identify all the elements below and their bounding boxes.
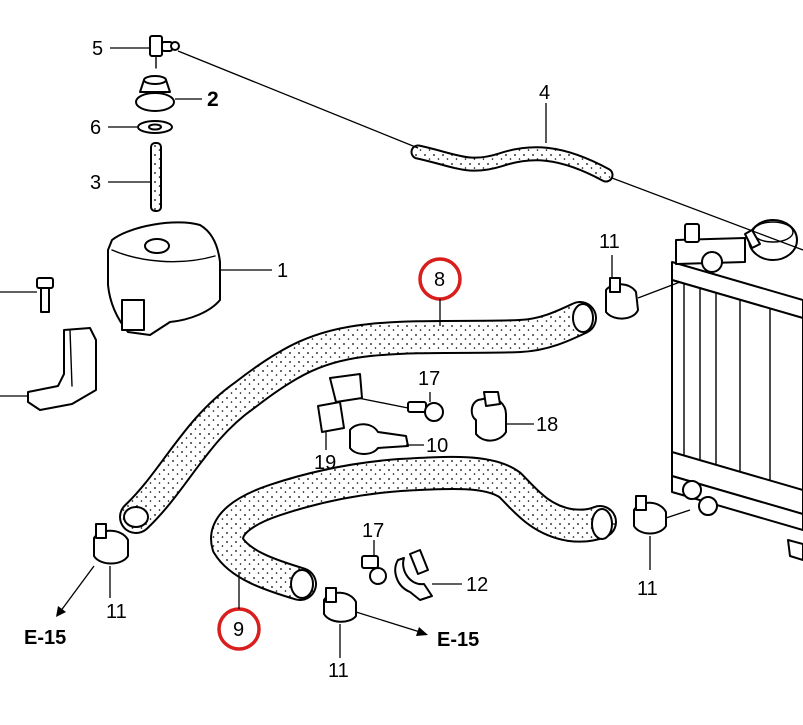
label-part-18: 18 [536, 414, 558, 436]
label-part-9: 9 [233, 619, 244, 641]
bolt-17-upper [357, 392, 444, 422]
hose-clamp-11-upper-right [605, 255, 681, 320]
hose-clamp-11-bottom-center [323, 587, 357, 658]
ref-e15-left[interactable]: E-15 [24, 627, 66, 649]
tank-bracket [0, 327, 97, 411]
tube-3 [108, 142, 162, 212]
hose-holder-19 [317, 373, 363, 450]
bracket-bolt [0, 277, 54, 313]
label-part-17-lower: 17 [362, 520, 384, 542]
label-part-3: 3 [90, 172, 101, 194]
upper-radiator-hose-8 [119, 301, 597, 534]
hose-clamp-10 [349, 423, 424, 455]
lower-radiator-hose-9 [210, 455, 617, 601]
sensor-5 [110, 35, 180, 69]
label-part-4: 4 [539, 82, 550, 104]
label-part-11-lower-right: 11 [637, 578, 658, 600]
label-part-10: 10 [426, 435, 448, 457]
reserve-tank-1 [107, 221, 272, 336]
label-part-11-lower-left: 11 [106, 601, 127, 623]
hose-clamp-18 [470, 391, 534, 442]
ref-e15-bottom[interactable]: E-15 [437, 629, 479, 651]
radiator-cap [744, 219, 798, 261]
label-part-19: 19 [314, 452, 336, 474]
overflow-tube-4 [177, 50, 803, 251]
bolt-17-lower [361, 540, 387, 585]
radiator [671, 223, 803, 561]
label-part-5: 5 [92, 38, 103, 60]
hose-clamp-11-lower-right [633, 495, 691, 570]
hose-holder-12 [394, 549, 462, 601]
ref-arrow-bottom [355, 611, 428, 636]
label-part-17-upper: 17 [418, 368, 440, 390]
hose-clamp-11-lower-left [93, 523, 129, 598]
label-part-8: 8 [434, 269, 445, 291]
washer-6 [108, 120, 173, 134]
label-part-11-bottom-center: 11 [328, 660, 349, 682]
label-part-12: 12 [466, 574, 488, 596]
label-part-6: 6 [90, 117, 101, 139]
label-part-11-upper-right: 11 [599, 231, 620, 253]
label-part-2: 2 [207, 88, 219, 111]
ref-arrow-left [56, 565, 95, 617]
reserve-tank-cap-2 [135, 75, 202, 112]
label-part-1: 1 [277, 260, 288, 282]
